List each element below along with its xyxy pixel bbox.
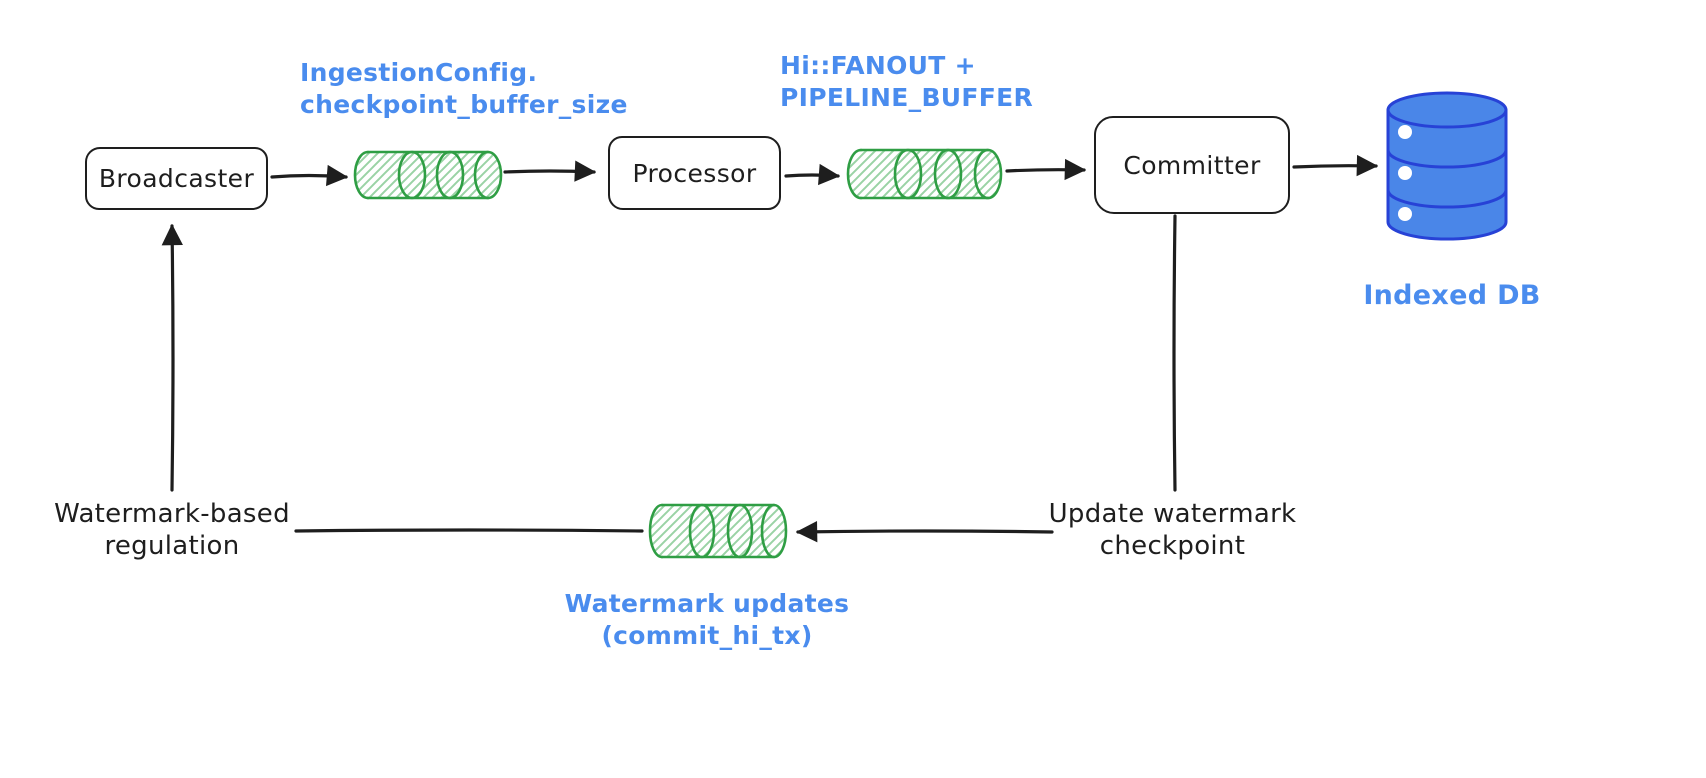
committer-node: Committer	[1094, 116, 1290, 214]
pipeline-annotation-line1: Hi::FANOUT +	[780, 51, 976, 80]
regulation-annotation: Watermark-based regulation	[42, 498, 302, 562]
arrow-processor-to-pipeline-buffer	[784, 163, 841, 186]
arrow-committer-to-db	[1292, 154, 1379, 177]
ingestion-annotation-line1: IngestionConfig.	[300, 58, 538, 87]
arrow-broadcaster-to-ingestion-buffer	[270, 164, 349, 187]
connector-arrows	[161, 154, 1379, 543]
ingestion-buffer-annotation: IngestionConfig. checkpoint_buffer_size	[300, 57, 628, 121]
indexed-db-label: Indexed DB	[1363, 280, 1541, 311]
pipeline-buffer-cylinder	[846, 148, 1003, 200]
arrow-regulation-to-broadcaster	[161, 223, 183, 492]
watermark-annotation-line2: (commit_hi_tx)	[601, 621, 813, 650]
arrow-pipeline-buffer-to-committer	[1005, 158, 1087, 181]
pipeline-annotation-line2: PIPELINE_BUFFER	[780, 83, 1034, 112]
committer-label: Committer	[1123, 150, 1261, 180]
watermark-buffer-cylinder	[648, 503, 788, 559]
ingestion-buffer-cylinder	[353, 150, 503, 200]
regulation-line1: Watermark-based	[54, 499, 290, 529]
line-watermark-buffer-to-regulation	[294, 528, 644, 533]
broadcaster-label: Broadcaster	[98, 164, 255, 193]
db-dot-1	[1398, 125, 1412, 139]
broadcaster-node: Broadcaster	[85, 147, 268, 210]
pipeline-buffer-annotation: Hi::FANOUT + PIPELINE_BUFFER	[780, 50, 1033, 114]
db-dot-2	[1398, 166, 1412, 180]
database-icon	[1386, 91, 1508, 241]
processor-label: Processor	[632, 158, 757, 188]
update-watermark-annotation: Update watermark checkpoint	[1035, 498, 1310, 562]
line-committer-to-update-watermark	[1172, 214, 1177, 492]
watermark-annotation-line1: Watermark updates	[564, 589, 850, 618]
update-watermark-line1: Update watermark	[1048, 499, 1297, 529]
update-watermark-line2: checkpoint	[1099, 531, 1246, 561]
regulation-line2: regulation	[104, 531, 240, 561]
ingestion-annotation-line2: checkpoint_buffer_size	[300, 90, 628, 119]
arrow-ingestion-buffer-to-processor	[503, 160, 597, 182]
watermark-buffer-annotation: Watermark updates (commit_hi_tx)	[557, 588, 857, 652]
arrow-update-watermark-to-watermark-buffer	[795, 521, 1054, 543]
processor-node: Processor	[608, 136, 781, 210]
db-dot-3	[1398, 207, 1412, 221]
